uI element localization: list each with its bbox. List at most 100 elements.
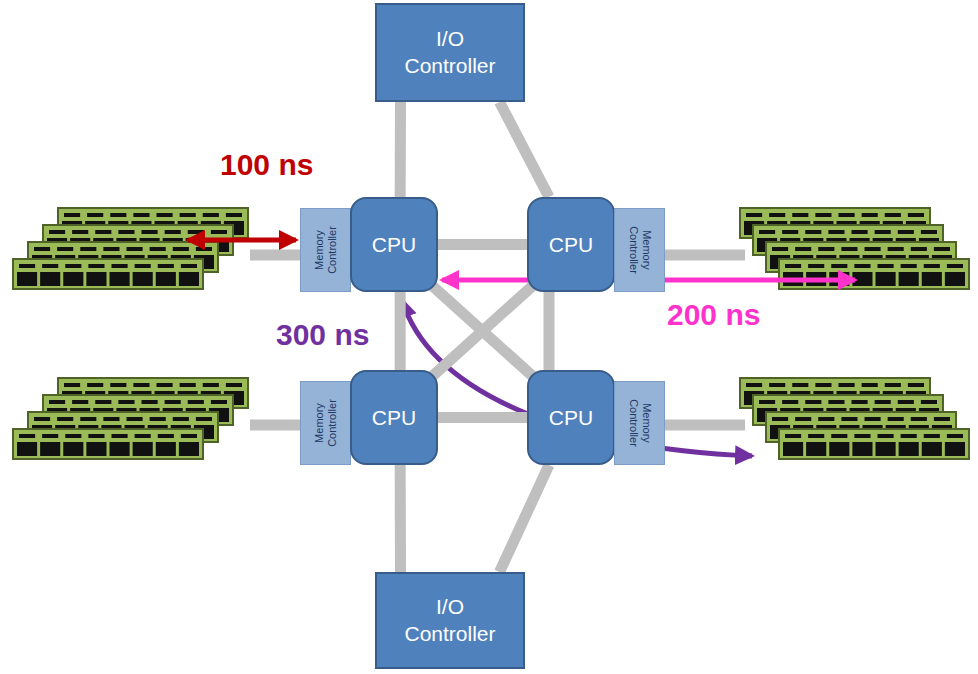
- memory-chip: [133, 213, 149, 217]
- memory-chip: [88, 434, 104, 438]
- memory-chip: [911, 247, 927, 251]
- memory-chip: [110, 272, 130, 286]
- memory-chip: [898, 230, 914, 234]
- memory-chip: [924, 434, 940, 438]
- interconnect-link: [395, 102, 406, 197]
- memory-chip: [87, 213, 103, 217]
- memory-chip: [17, 272, 37, 286]
- memory-chip: [133, 383, 149, 387]
- memory-chip: [112, 264, 128, 268]
- memory-chip: [42, 264, 58, 268]
- cpu-box: CPU: [527, 370, 615, 465]
- memory-chip: [839, 383, 855, 387]
- memory-module: [13, 259, 203, 289]
- memory-chip: [86, 272, 106, 286]
- memory-chip: [828, 230, 844, 234]
- node-label: CPU: [549, 406, 593, 430]
- latency-arrow: [188, 238, 296, 243]
- memory-chip: [34, 247, 50, 251]
- interconnect-link: [438, 412, 527, 423]
- module-board: [13, 259, 203, 289]
- memory-chip: [795, 417, 811, 421]
- memory-chip: [854, 434, 870, 438]
- memory-module: [58, 208, 248, 238]
- memory-chip: [203, 383, 219, 387]
- memory-module: [58, 378, 248, 408]
- memory-chip: [86, 442, 106, 456]
- memory-chip: [181, 434, 197, 438]
- memory-chip: [42, 434, 58, 438]
- module-board: [58, 378, 248, 408]
- memory-chip: [156, 272, 176, 286]
- memory-chip: [87, 383, 103, 387]
- memory-chip: [196, 417, 212, 421]
- memory-chip: [49, 230, 65, 234]
- memory-chip: [133, 272, 153, 286]
- memory-chip: [112, 434, 128, 438]
- memory-chip: [875, 400, 891, 404]
- memory-chip: [196, 247, 212, 251]
- memory-controller: Memory Controller: [300, 381, 351, 465]
- controller-label: Memory Controller: [313, 211, 338, 289]
- memory-chip: [103, 417, 119, 421]
- memory-chip: [899, 272, 919, 286]
- memory-chip: [934, 247, 950, 251]
- module-board: [779, 259, 969, 289]
- memory-chip: [841, 247, 857, 251]
- memory-chip: [40, 442, 60, 456]
- memory-chip: [135, 434, 151, 438]
- memory-chip: [769, 383, 785, 387]
- memory-chip: [150, 417, 166, 421]
- memory-chip: [57, 247, 73, 251]
- memory-chip: [899, 442, 919, 456]
- memory-module: [28, 412, 218, 442]
- module-board: [28, 412, 218, 442]
- memory-chip: [133, 442, 153, 456]
- memory-chip: [179, 442, 199, 456]
- memory-chip: [49, 400, 65, 404]
- memory-chip: [885, 383, 901, 387]
- memory-chip: [135, 264, 151, 268]
- memory-chip: [188, 230, 204, 234]
- memory-chip: [831, 264, 847, 268]
- module-board: [58, 208, 248, 238]
- memory-chip: [852, 442, 872, 456]
- memory-chip: [95, 400, 111, 404]
- memory-chip: [876, 442, 896, 456]
- module-board: [740, 378, 930, 408]
- module-board: [13, 429, 203, 459]
- memory-chip: [772, 417, 788, 421]
- memory-chip: [921, 230, 937, 234]
- memory-chip: [876, 272, 896, 286]
- memory-chip: [173, 247, 189, 251]
- memory-chip: [118, 400, 134, 404]
- memory-link: [250, 420, 301, 431]
- interconnect-link: [500, 465, 550, 572]
- memory-chip: [852, 400, 868, 404]
- memory-chip: [901, 264, 917, 268]
- memory-chip: [921, 400, 937, 404]
- memory-chip: [795, 247, 811, 251]
- controller-label: Memory Controller: [313, 384, 338, 462]
- memory-chip: [945, 442, 965, 456]
- memory-chip: [19, 264, 35, 268]
- memory-chip: [815, 383, 831, 387]
- memory-chip: [852, 272, 872, 286]
- memory-chip: [924, 264, 940, 268]
- memory-module: [766, 242, 956, 272]
- memory-chip: [157, 383, 173, 387]
- memory-chip: [180, 213, 196, 217]
- memory-chip: [805, 400, 821, 404]
- memory-chip: [888, 247, 904, 251]
- memory-chip: [852, 230, 868, 234]
- memory-chip: [17, 442, 37, 456]
- memory-chip: [808, 264, 824, 268]
- memory-chip: [947, 434, 963, 438]
- memory-chip: [769, 213, 785, 217]
- memory-chip: [947, 264, 963, 268]
- memory-module: [753, 225, 943, 255]
- memory-chip: [908, 383, 924, 387]
- memory-chip: [828, 400, 844, 404]
- memory-chip: [841, 417, 857, 421]
- memory-chip: [815, 213, 831, 217]
